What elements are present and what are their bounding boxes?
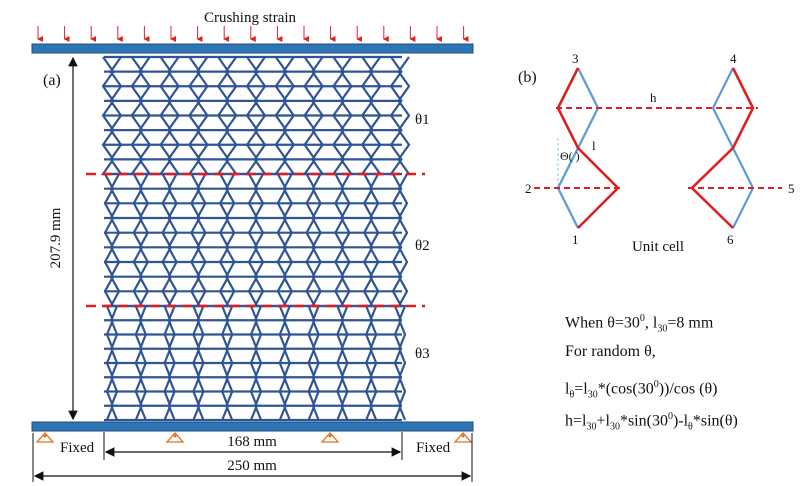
f1-a: When θ=30 (565, 314, 640, 332)
panel-a-label: (a) (43, 72, 61, 89)
zone-label-theta3: θ3 (415, 346, 430, 362)
lattice-strut (360, 56, 375, 421)
f3-c: *(cos(30 (597, 380, 654, 398)
node-label-5: 5 (788, 181, 795, 196)
theta-angle-label: Θ( ) (560, 149, 580, 163)
f3-b: =l (574, 380, 588, 398)
node-label-4: 4 (730, 51, 737, 66)
formula-line-2: For random θ, (565, 342, 656, 362)
support-left (35, 432, 55, 443)
formula-line-1: When θ=300, l30=8 mm (565, 309, 713, 340)
inner-width-label: 168 mm (227, 434, 277, 450)
l-label: l (592, 138, 596, 153)
f4-a-sub: 30 (586, 421, 597, 433)
lattice-strut (129, 56, 144, 421)
lattice-structure (100, 55, 412, 422)
lattice-strut (100, 56, 115, 421)
lattice-strut (273, 56, 288, 421)
node-label-6: 6 (727, 232, 734, 247)
lattice-strut (166, 56, 181, 421)
bottom-plate (31, 421, 474, 432)
unit-cell-dashed-lines (534, 107, 782, 189)
lattice-strut (224, 56, 239, 421)
f3-a-sub: θ (569, 389, 575, 401)
lattice-strut (158, 56, 173, 421)
f4-e: *sin(θ) (692, 412, 738, 430)
lattice-strut (137, 56, 152, 421)
lattice-strut (281, 56, 296, 421)
top-plate (31, 43, 474, 54)
support-center-left (165, 432, 185, 443)
node-label-3: 3 (572, 51, 579, 66)
unit-cell-red-struts (556, 67, 755, 229)
lattice-strut (216, 56, 231, 421)
height-dimension-label: 207.9 mm (48, 207, 64, 268)
lattice-strut (195, 56, 210, 421)
f3-d: ))/cos (θ) (658, 380, 718, 398)
formula-line-4: h=l30+l30*sin(300)-lθ*sin(θ) (565, 407, 738, 438)
outer-width-label: 250 mm (227, 458, 277, 474)
lattice-strut (331, 56, 346, 421)
f3-c-sup: 0 (653, 379, 659, 390)
f3-b-sub: 30 (587, 389, 598, 401)
lattice-strut (388, 56, 403, 421)
support-right (453, 432, 473, 443)
lattice-strut (187, 56, 202, 421)
f4-d-sub: θ (688, 421, 693, 433)
h-label: h (650, 90, 657, 105)
lattice-strut (368, 56, 383, 421)
node-label-1: 1 (572, 232, 579, 247)
lattice-strut (310, 56, 325, 421)
lattice-strut (397, 56, 412, 421)
f4-d: )-l (672, 412, 689, 430)
f4-c: *sin(30 (619, 412, 668, 430)
lattice-strut (302, 56, 317, 421)
f1-b: , l (644, 314, 658, 332)
fixed-left-label: Fixed (60, 440, 95, 456)
lattice-strut (244, 56, 259, 421)
load-arrows (37, 26, 469, 42)
lattice-strut (339, 56, 354, 421)
zone-label-theta1: θ1 (415, 112, 430, 128)
formula-line-3: lθ=l30*(cos(300))/cos (θ) (565, 375, 717, 406)
node-label-2: 2 (525, 181, 532, 196)
zone-label-theta2: θ2 (415, 238, 430, 254)
f4-a: h=l (565, 412, 587, 430)
f1-c: =8 mm (667, 314, 714, 332)
lattice-strut (109, 56, 124, 421)
f2-text: For random θ, (565, 343, 656, 360)
crushing-strain-label: Crushing strain (204, 10, 297, 26)
fixed-right-label: Fixed (416, 440, 451, 456)
lattice-strut (253, 56, 268, 421)
unit-cell-caption: Unit cell (632, 239, 684, 255)
f4-b-sub: 30 (609, 421, 620, 433)
f4-b: +l (596, 412, 610, 430)
f3-a: l (565, 380, 570, 398)
f1-b-sub: 30 (657, 323, 668, 335)
panel-b-label: (b) (518, 69, 537, 86)
f1-a-sup: 0 (639, 313, 645, 324)
support-center-right (320, 432, 340, 443)
f4-c-sup: 0 (667, 411, 673, 422)
